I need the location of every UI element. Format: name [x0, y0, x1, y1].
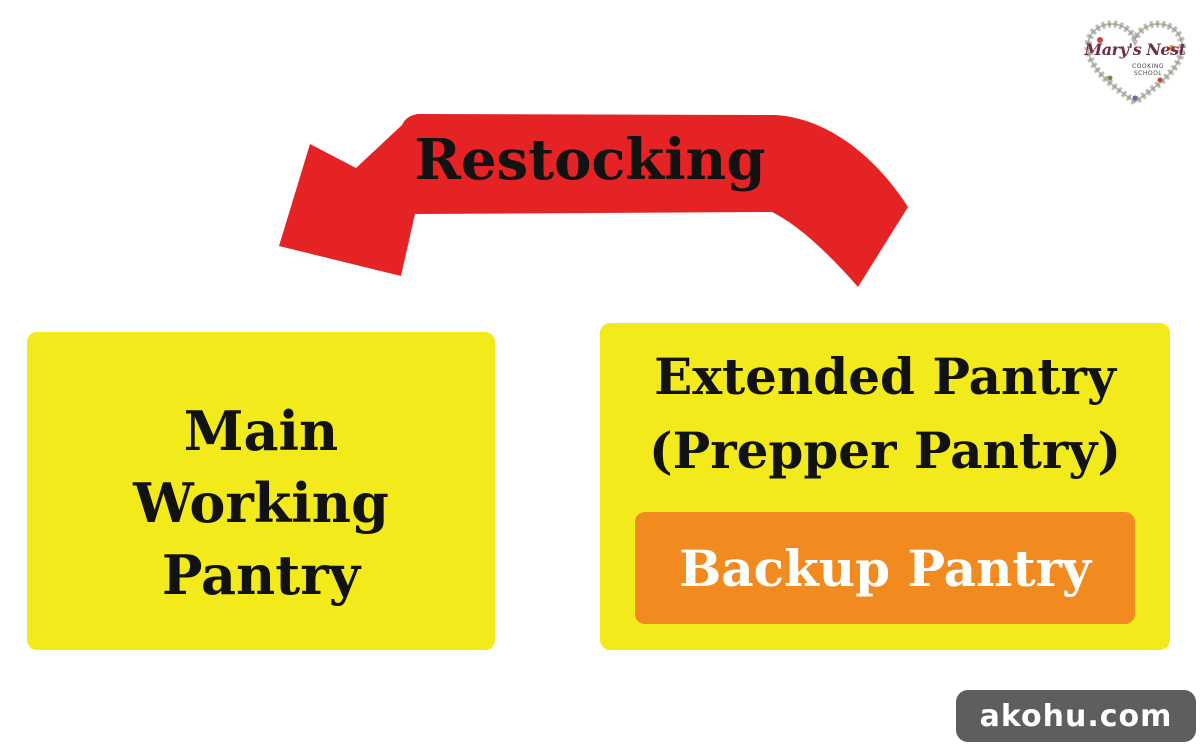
logo-brand-text: Mary's Nest — [1084, 40, 1186, 59]
marys-nest-logo: Mary's Nest COOKING SCHOOL — [1080, 18, 1190, 108]
logo-subtitle: COOKING SCHOOL — [1118, 63, 1178, 77]
watermark-text: akohu.com — [979, 698, 1173, 734]
logo-sub-line2: SCHOOL — [1133, 70, 1163, 77]
restocking-label: Restocking — [414, 127, 766, 193]
extended-pantry-title: Extended Pantry (Prepper Pantry) — [600, 340, 1170, 488]
main-pantry-title: Main Working Pantry — [27, 395, 495, 611]
extended-pantry-line2: (Prepper Pantry) — [648, 421, 1122, 480]
restocking-arrow-shape — [279, 114, 908, 287]
main-pantry-line3: Pantry — [161, 543, 361, 607]
extended-pantry-line1: Extended Pantry — [654, 347, 1116, 406]
backup-pantry-box: Backup Pantry — [635, 512, 1135, 624]
watermark-badge: akohu.com — [956, 690, 1196, 742]
heart-wreath-icon — [1084, 20, 1186, 107]
logo-sub-line1: COOKING — [1132, 63, 1164, 70]
backup-pantry-label: Backup Pantry — [679, 538, 1091, 598]
main-pantry-box — [27, 332, 495, 650]
main-pantry-line2: Working — [133, 471, 389, 535]
main-pantry-line1: Main — [183, 399, 339, 463]
